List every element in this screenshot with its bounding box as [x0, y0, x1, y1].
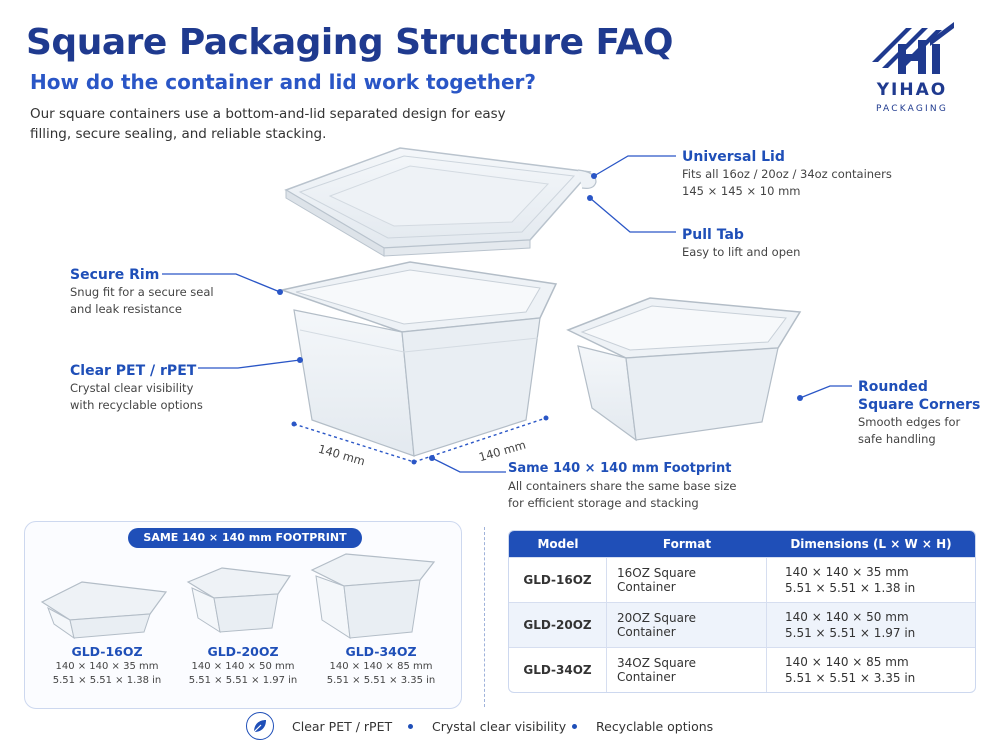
brand-logo: YIHAO PACKAGING	[862, 22, 962, 122]
footer-item-visibility: Crystal clear visibility	[432, 719, 567, 734]
table-row: GLD-16OZ 16OZ Square Container 140 × 140…	[509, 557, 975, 602]
mini-containers-illustration	[40, 553, 436, 640]
product-illustration	[162, 147, 852, 473]
logo-name: YIHAO	[876, 80, 948, 100]
footprint-dimension-lines	[293, 417, 547, 463]
table-header-format: Format	[607, 531, 767, 557]
intro-text: Our square containers use a bottom-and-l…	[30, 106, 506, 142]
mini-container-20oz	[186, 567, 292, 634]
feature-footer: Clear PET / rPET Crystal clear visibilit…	[0, 712, 1000, 742]
table-header-dimensions: Dimensions (L × W × H)	[767, 531, 975, 557]
page-title: Square Packaging Structure FAQ	[26, 22, 673, 63]
mini-container-34oz	[310, 553, 436, 639]
yihao-logo-icon	[872, 22, 954, 74]
mini-container-16oz	[40, 581, 168, 640]
container-20oz-illustration	[566, 297, 802, 442]
table-row: GLD-20OZ 20OZ Square Container 140 × 140…	[509, 602, 975, 647]
logo-subtitle: PACKAGING	[875, 104, 948, 114]
callout-secure-rim: Secure Rim Snug fit for a secure seal an…	[70, 267, 214, 316]
table-row: GLD-34OZ 34OZ Square Container 140 × 140…	[509, 647, 975, 692]
section-divider	[484, 527, 485, 707]
lid-illustration	[284, 147, 597, 257]
callout-leaders	[162, 155, 852, 473]
footer-item-material: Clear PET / rPET	[292, 719, 393, 734]
spec-table: Model Format Dimensions (L × W × H) GLD-…	[508, 530, 976, 693]
callout-clear-pet: Clear PET / rPET Crystal clear visibilit…	[70, 363, 203, 412]
page-subtitle: How do the container and lid work togeth…	[30, 70, 536, 94]
callout-pull-tab: Pull Tab Easy to lift and open	[682, 227, 801, 259]
callout-universal-lid: Universal Lid Fits all 16oz / 20oz / 34o…	[682, 149, 892, 198]
mini-item-16oz: GLD-16OZ 140 × 140 × 35 mm 5.51 × 5.51 ×…	[52, 644, 162, 686]
container-34oz-illustration	[279, 261, 558, 457]
callout-rounded-corners: Rounded Square Corners Smooth edges for …	[858, 379, 981, 446]
footprint-badge: SAME 140 × 140 mm FOOTPRINT	[128, 528, 362, 548]
footer-bullet	[572, 724, 577, 729]
mini-item-20oz: GLD-20OZ 140 × 140 × 50 mm 5.51 × 5.51 ×…	[188, 644, 298, 686]
leaf-icon	[246, 712, 274, 740]
table-header-model: Model	[509, 531, 607, 557]
mini-item-34oz: GLD-34OZ 140 × 140 × 85 mm 5.51 × 5.51 ×…	[326, 644, 436, 686]
footer-bullet	[408, 724, 413, 729]
callout-footprint: Same 140 × 140 mm Footprint All containe…	[508, 461, 737, 510]
footer-item-recyclable: Recyclable options	[596, 719, 714, 734]
